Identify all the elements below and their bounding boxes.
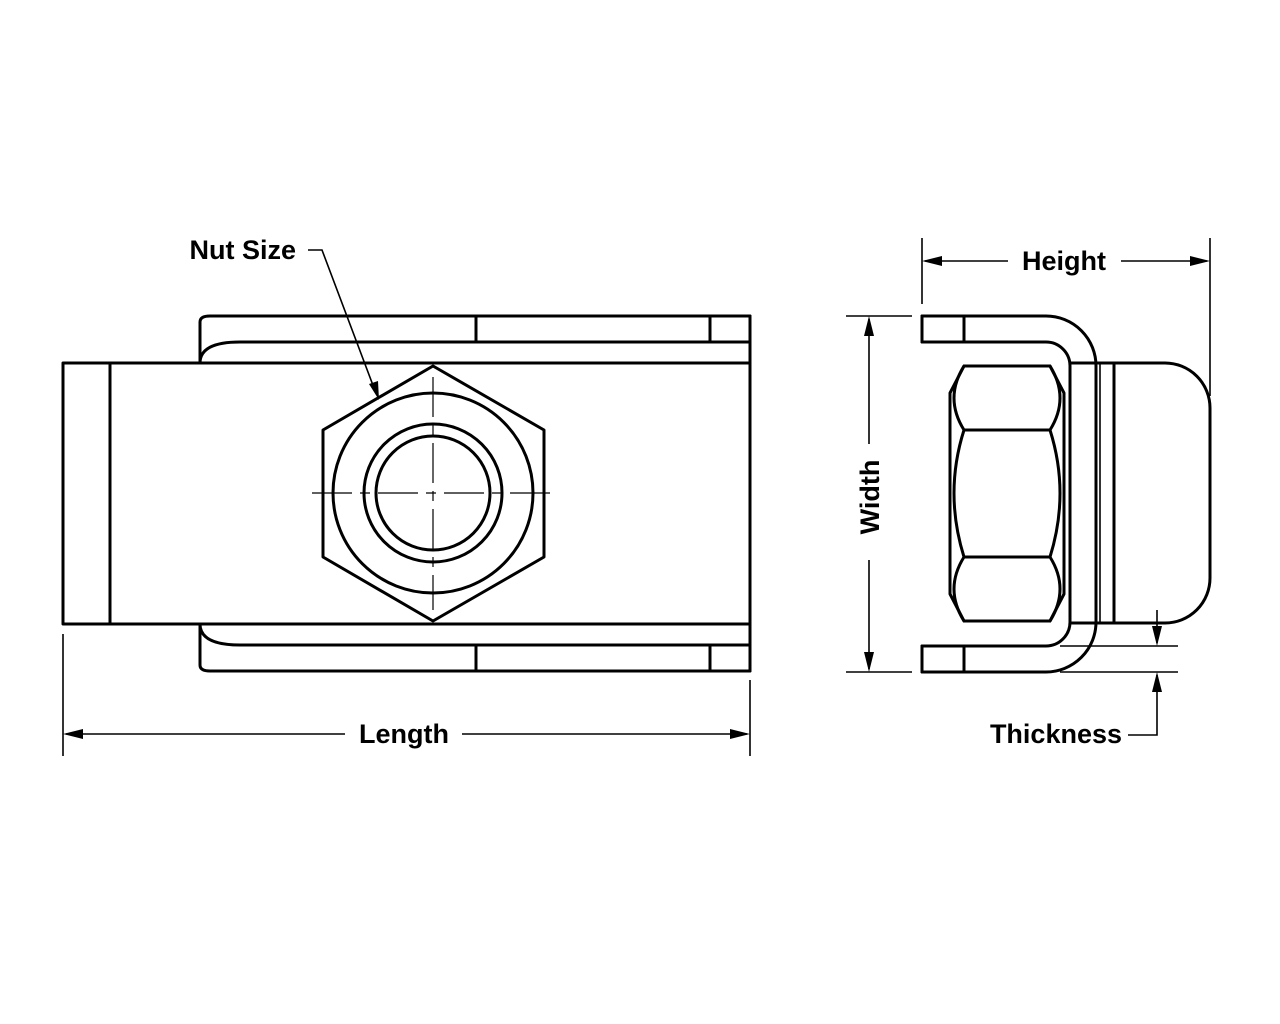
height-label: Height <box>1022 246 1106 276</box>
side-view: Height Width Thickness <box>846 238 1212 749</box>
front-body <box>61 361 752 626</box>
side-body <box>1068 361 1212 625</box>
length-label: Length <box>359 719 449 749</box>
length-dimension: Length <box>62 634 751 756</box>
front-view: Nut Size Length <box>61 235 752 756</box>
thickness-label: Thickness <box>990 719 1122 749</box>
hex-nut-top-view <box>312 364 556 623</box>
nut-side-view <box>948 364 1066 623</box>
hex-outline <box>321 364 546 623</box>
nut-size-leader: Nut Size <box>189 235 379 400</box>
side-clip-channel <box>920 314 1098 674</box>
width-label: Width <box>855 460 885 535</box>
thickness-dimension: Thickness <box>990 610 1178 749</box>
thread-minor-circle <box>374 434 492 552</box>
height-dimension: Height <box>921 238 1211 396</box>
bottom-flange <box>198 622 752 673</box>
width-dimension: Width <box>846 315 912 673</box>
nut-size-label: Nut Size <box>189 235 296 265</box>
top-flange <box>198 314 752 365</box>
